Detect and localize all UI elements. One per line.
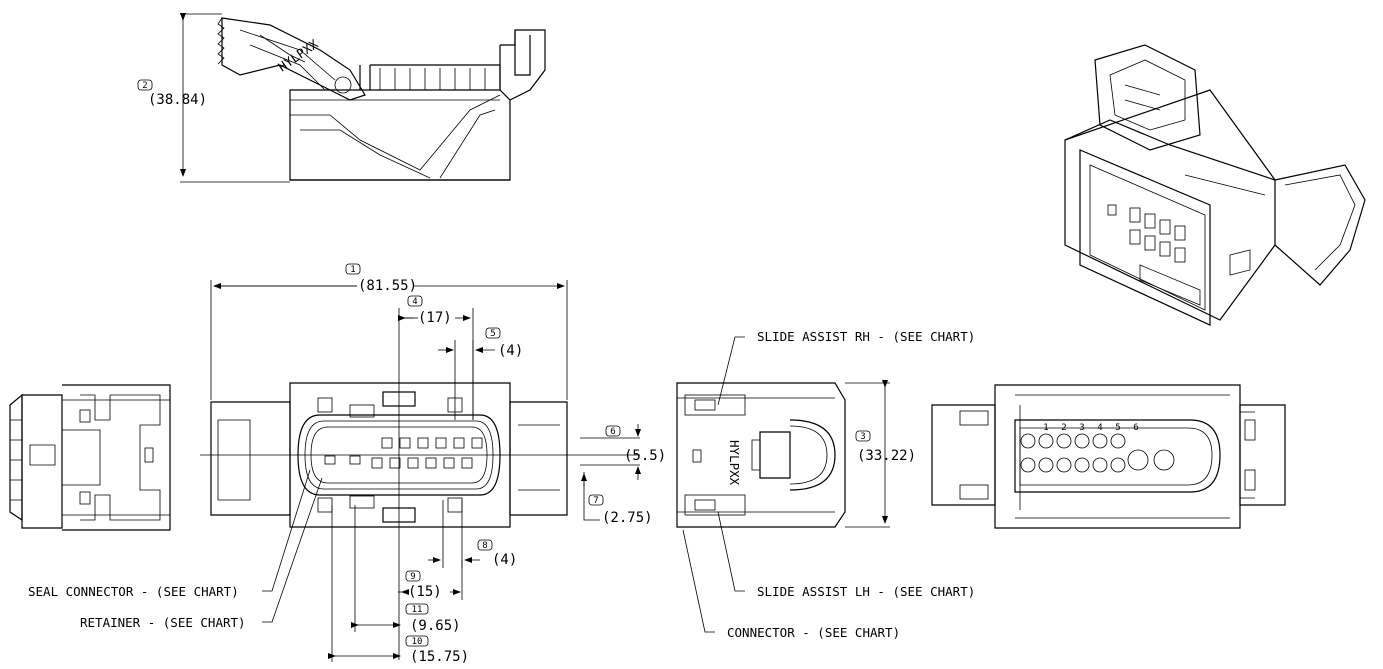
balloon-8: 8 — [482, 541, 487, 551]
callout-connector: CONNECTOR - (SEE CHART) — [727, 625, 900, 640]
cavity-number-2: 2 — [1061, 423, 1066, 433]
front-view: 1 (81.55) 4 (17) 5 (4) 6 (5.5) 7 (2.75) — [28, 263, 666, 665]
rear-view: 1 2 3 4 5 6 — [931, 384, 1286, 529]
dim-6-value: (5.5) — [624, 448, 666, 464]
callout-seal-connector: SEAL CONNECTOR - (SEE CHART) — [28, 584, 239, 599]
cavity-number-5: 5 — [1115, 423, 1120, 433]
dim-3-value: (33.22) — [857, 448, 916, 464]
top-side-view: HYLPXX 2 (38.84) — [137, 13, 546, 183]
callout-slide-assist-rh: SLIDE ASSIST RH - (SEE CHART) — [757, 329, 975, 344]
right-side-view: HYLPXX 3 (33.22) SLIDE ASSIST RH - (SEE … — [676, 329, 975, 640]
balloon-7: 7 — [593, 496, 598, 506]
balloon-4: 4 — [412, 297, 417, 307]
balloon-3: 3 — [860, 432, 865, 442]
balloon-2: 2 — [142, 81, 147, 91]
dim-10-value: (15.75) — [410, 649, 469, 665]
svg-text:HYLPXX: HYLPXX — [275, 36, 321, 74]
callout-slide-assist-lh: SLIDE ASSIST LH - (SEE CHART) — [757, 584, 975, 599]
cavity-number-3: 3 — [1079, 423, 1084, 433]
dim-9-value: (15) — [408, 584, 442, 600]
cavity-number-1: 1 — [1043, 423, 1048, 433]
dim-1-value: (81.55) — [358, 278, 417, 294]
balloon-11: 11 — [412, 605, 423, 615]
callout-retainer: RETAINER - (SEE CHART) — [80, 615, 246, 630]
dim-2-value: (38.84) — [148, 92, 207, 108]
dim-7-value: (2.75) — [602, 510, 653, 526]
balloon-6: 6 — [610, 427, 615, 437]
dim-8-value: (4) — [492, 552, 517, 568]
balloon-9: 9 — [410, 572, 415, 582]
isometric-view — [1064, 44, 1366, 326]
balloon-1: 1 — [350, 265, 355, 275]
dim-5-value: (4) — [498, 343, 523, 359]
balloon-5: 5 — [490, 329, 495, 339]
balloon-10: 10 — [412, 637, 423, 647]
svg-text:HYLPXX: HYLPXX — [727, 440, 742, 486]
cavity-number-4: 4 — [1097, 423, 1102, 433]
dim-4-value: (17) — [418, 310, 452, 326]
left-end-view — [9, 384, 171, 531]
cavity-number-6: 6 — [1133, 423, 1138, 433]
dim-11-value: (9.65) — [410, 618, 461, 634]
